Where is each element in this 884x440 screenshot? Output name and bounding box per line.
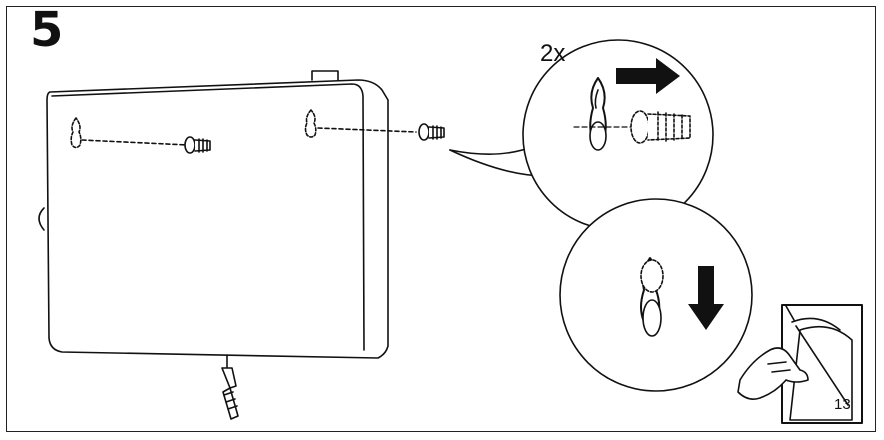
page-number: 13: [834, 396, 851, 413]
screw-right: [418, 123, 445, 141]
callout-bubble-bottom: [559, 198, 753, 392]
keyhole-right: [304, 109, 317, 138]
keyhole-left: [70, 117, 82, 149]
wall-panel: [38, 70, 389, 420]
alignment-line-left: [81, 139, 189, 146]
alignment-line-right: [317, 127, 417, 133]
screw-left: [184, 136, 211, 154]
page-turn-icon: [737, 304, 863, 424]
callout-bubble-top: [449, 39, 714, 231]
quantity-label: 2x: [540, 40, 566, 67]
step-number: 5: [30, 2, 64, 58]
